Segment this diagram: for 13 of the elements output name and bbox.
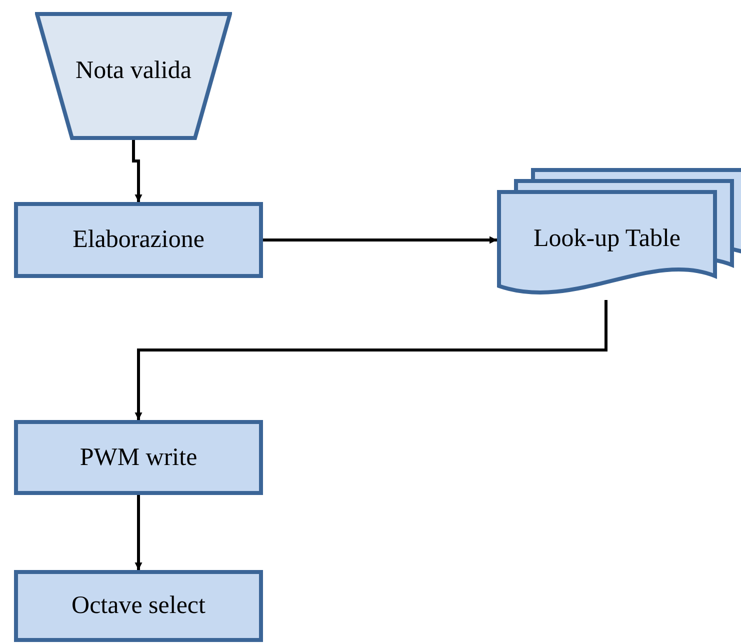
node-label: Nota valida (74, 56, 192, 86)
node-label: Elaborazione (72, 225, 204, 255)
arrow (134, 495, 142, 570)
process-box (14, 202, 263, 278)
process-box (14, 420, 263, 495)
node-label: Octave select (72, 591, 206, 621)
node-label: PWM write (80, 442, 198, 472)
arrow (132, 140, 142, 202)
arrow (263, 236, 498, 244)
process-box (14, 570, 263, 642)
arrow (134, 300, 608, 420)
node-label: Look-up Table (532, 224, 682, 254)
manual-operation-trapezoid (35, 12, 232, 140)
